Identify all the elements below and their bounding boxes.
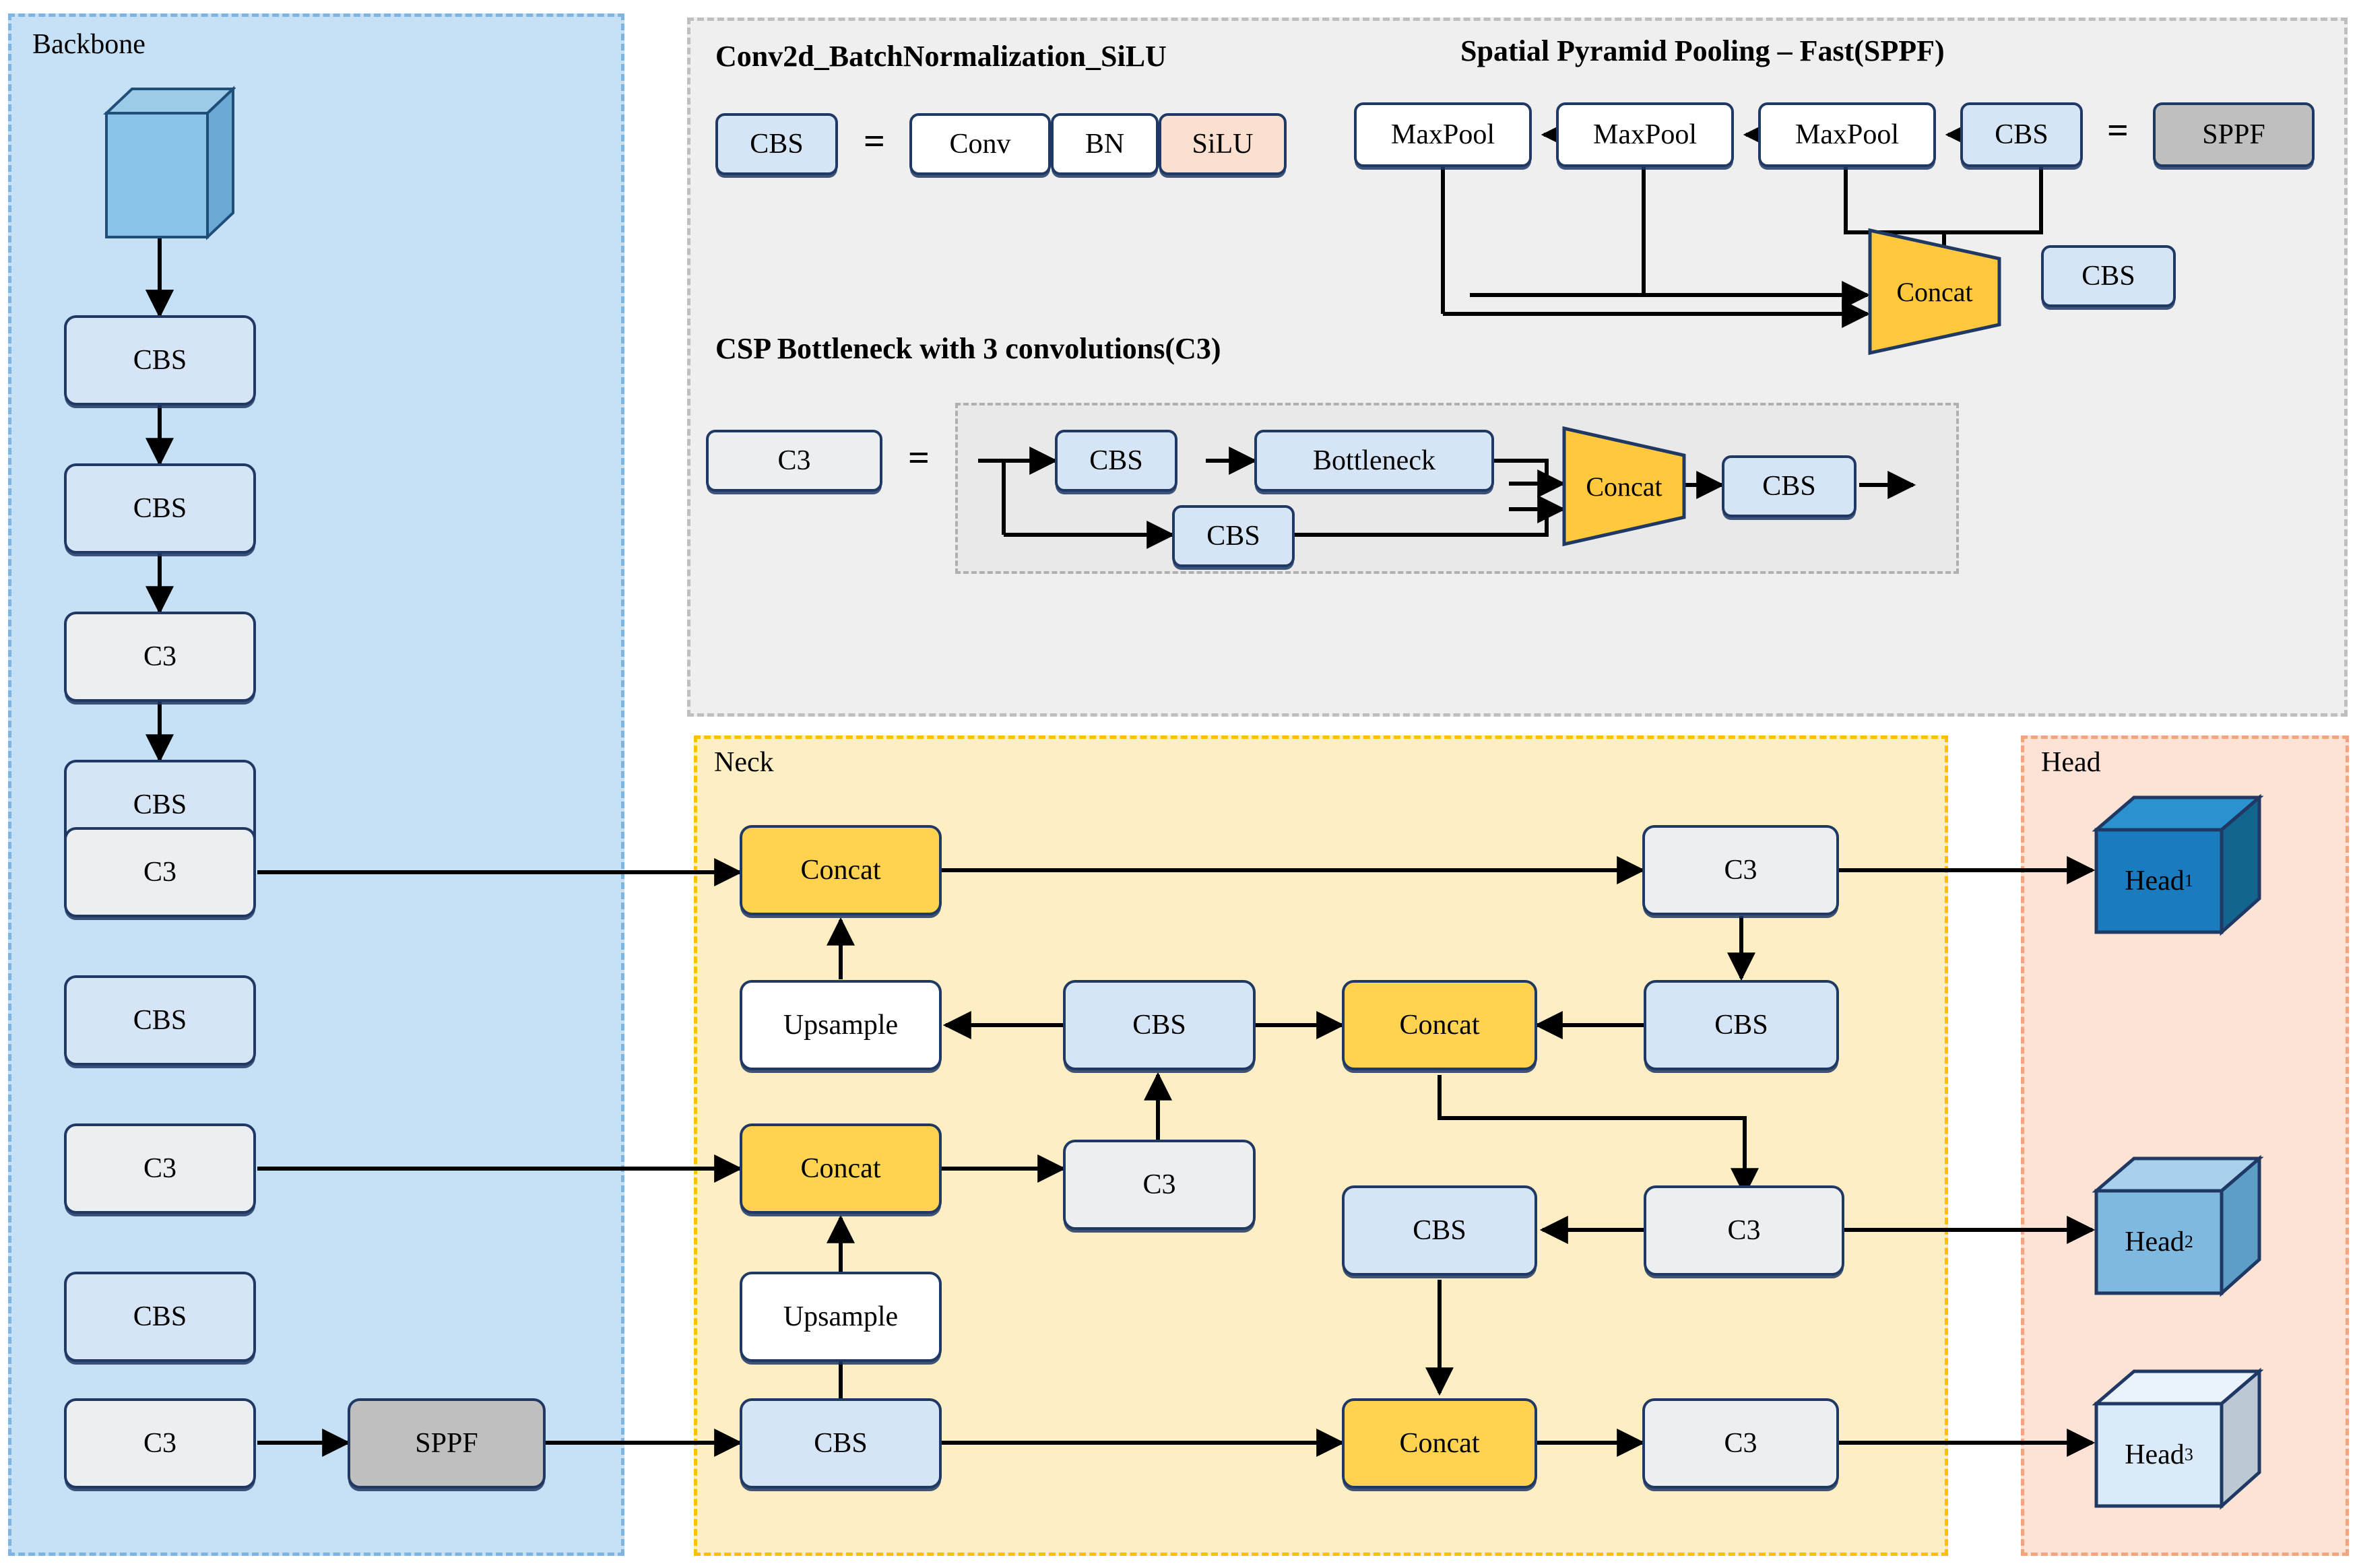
backbone-node-6[interactable]: C3 [64,1123,256,1214]
legend-sppf-rhs[interactable]: SPPF [2153,102,2315,167]
node-label: Conv [949,129,1011,160]
backbone-node-2[interactable]: C3 [64,612,256,702]
node-label: CBS [814,1428,868,1459]
neck-concat-mid-left[interactable]: Concat [740,1123,942,1214]
node-label: CBS [2081,261,2135,292]
legend-cbs-title: Conv2d_BatchNormalization_SiLU [715,40,1167,73]
node-label: SPPF [2202,119,2265,150]
legend-c3-title: CSP Bottleneck with 3 convolutions(C3) [715,332,1221,365]
legend-c3-lhs[interactable]: C3 [706,430,882,492]
legend-sppf-title: Spatial Pyramid Pooling – Fast(SPPF) [1460,34,1945,67]
node-label: Bottleneck [1313,445,1435,476]
legend-c3-cbs-top[interactable]: CBS [1055,430,1177,492]
neck-concat-mid-right[interactable]: Concat [1342,980,1537,1070]
neck-c3-mid-left[interactable]: C3 [1063,1140,1256,1230]
backbone-input-cube [101,81,236,242]
node-label: Concat [1399,1428,1480,1459]
node-label: CBS [1995,119,2048,150]
node-label: Upsample [783,1301,899,1332]
neck-concat-bottom[interactable]: Concat [1342,1398,1537,1489]
node-label: CBS [1762,471,1816,502]
node-label: Concat [800,1153,881,1184]
backbone-node-4[interactable]: C3 [64,827,256,917]
legend-c3-concat[interactable]: Concat [1561,426,1687,547]
node-label: C3 [143,857,176,888]
node-label: C3 [1724,855,1757,886]
node-label: CBS [133,493,187,524]
node-label: Concat [1896,276,1973,307]
backbone-node-8[interactable]: C3 [64,1398,256,1489]
legend-sppf-concat[interactable]: Concat [1867,228,2002,356]
neck-upsample-bottom[interactable]: Upsample [740,1272,942,1362]
legend-sppf-cbs-out[interactable]: CBS [2041,245,2176,307]
legend-sppf-equals: = [2107,110,2129,152]
legend-cbs-equals: = [864,121,885,162]
node-label: Upsample [783,1010,899,1041]
node-label: C3 [1724,1428,1757,1459]
node-label: C3 [1727,1215,1761,1246]
node-label: C3 [143,641,176,672]
legend-sppf-maxpool-1[interactable]: MaxPool [1758,102,1936,167]
neck-cbs-mid-right[interactable]: CBS [1644,980,1839,1070]
neck-c3-mid-right[interactable]: C3 [1644,1185,1844,1276]
node-label: CBS [133,1301,187,1332]
backbone-node-0[interactable]: CBS [64,315,256,405]
neck-upsample-top[interactable]: Upsample [740,980,942,1070]
legend-cbs-part-bn[interactable]: BN [1051,113,1159,175]
legend-cbs-part-silu[interactable]: SiLU [1159,113,1287,175]
neck-cbs-low-mid[interactable]: CBS [1342,1185,1537,1276]
legend-cbs-part-conv[interactable]: Conv [909,113,1051,175]
neck-c3-bottom[interactable]: C3 [1642,1398,1839,1489]
legend-cbs-lhs[interactable]: CBS [715,113,838,175]
node-label: CBS [133,789,187,820]
legend-c3-cbs-bottom[interactable]: CBS [1172,505,1295,567]
head-panel-label: Head [2041,747,2101,778]
backbone-node-1[interactable]: CBS [64,463,256,554]
node-label: CBS [1413,1215,1466,1246]
backbone-panel-label: Backbone [32,29,146,60]
node-label: CBS [1132,1010,1186,1041]
backbone-node-7[interactable]: CBS [64,1272,256,1362]
legend-c3-equals: = [908,437,930,479]
node-label: SiLU [1192,129,1254,160]
node-label: CBS [1206,521,1260,552]
node-label: MaxPool [1795,119,1899,150]
legend-c3-cbs-out[interactable]: CBS [1722,455,1856,517]
node-label: Concat [1399,1010,1480,1041]
legend-sppf-maxpool-3[interactable]: MaxPool [1354,102,1532,167]
neck-cbs-bottom-left[interactable]: CBS [740,1398,942,1489]
node-label: CBS [750,129,804,160]
node-label: MaxPool [1390,119,1495,150]
legend-c3-bottleneck[interactable]: Bottleneck [1254,430,1494,492]
node-label: C3 [143,1153,176,1184]
legend-sppf-cbs-in[interactable]: CBS [1960,102,2083,167]
node-label: CBS [133,1005,187,1036]
node-label: Concat [1586,471,1662,502]
neck-concat-top[interactable]: Concat [740,825,942,915]
neck-cbs-mid-left[interactable]: CBS [1063,980,1256,1070]
node-label: CBS [133,345,187,376]
backbone-sppf[interactable]: SPPF [348,1398,546,1489]
node-label: CBS [1714,1010,1768,1041]
node-label: MaxPool [1592,119,1697,150]
neck-c3-top[interactable]: C3 [1642,825,1839,915]
node-label: CBS [1089,445,1143,476]
node-label: C3 [1142,1169,1176,1200]
neck-panel-label: Neck [714,747,774,778]
node-label: Concat [800,855,881,886]
node-label: SPPF [415,1428,478,1459]
node-label: BN [1085,129,1125,160]
node-label: C3 [777,445,811,476]
backbone-node-5[interactable]: CBS [64,975,256,1066]
node-label: C3 [143,1428,176,1459]
legend-sppf-maxpool-2[interactable]: MaxPool [1556,102,1734,167]
